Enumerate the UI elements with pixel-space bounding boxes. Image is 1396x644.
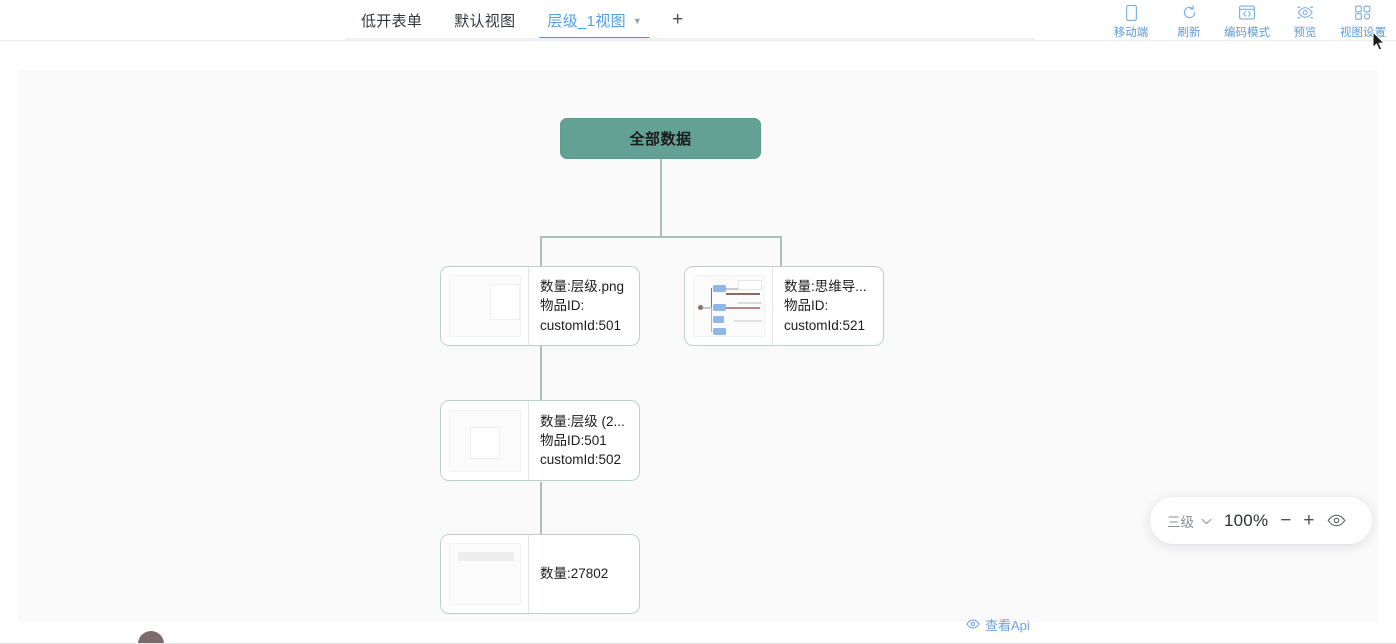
partial-thumb [448, 543, 521, 605]
tab-label: 默认视图 [454, 12, 516, 30]
connector-root-down [660, 159, 662, 237]
code-mode-icon [1239, 4, 1255, 21]
view-tabs: 低开表单 默认视图 层级_1视图 ▼ + [345, 0, 697, 40]
tree-node-n4[interactable]: 数量:27802 [440, 534, 640, 614]
chevron-down-icon[interactable]: ▼ [632, 15, 643, 26]
top-bar-divider [0, 40, 1396, 41]
tool-mobile[interactable]: 移动端 [1102, 0, 1160, 40]
tree-node-n2[interactable]: 数量:思维导... 物品ID: customId:521 [684, 266, 884, 346]
node-line-3: customId:502 [540, 452, 622, 468]
node-thumbnail [441, 401, 529, 480]
node-text: 数量:思维导... 物品ID: customId:521 [773, 267, 883, 345]
plus-icon: + [672, 9, 684, 30]
tree-node-root[interactable]: 全部数据 [560, 118, 761, 159]
tree-node-n3[interactable]: 数量:层级 (2... 物品ID:501 customId:502 [440, 400, 640, 481]
node-line-2: 物品ID: [540, 298, 585, 314]
node-line-2: 物品ID: [784, 298, 829, 314]
node-line-3: customId:501 [540, 317, 622, 333]
view-api-link[interactable]: 查看Api [966, 615, 1030, 634]
node-line-2: 物品ID:501 [540, 432, 607, 448]
refresh-icon [1182, 4, 1197, 21]
add-tab-button[interactable]: + [658, 0, 697, 40]
node-line-1: 数量:层级 (2... [540, 413, 625, 429]
connector-n3-n4 [540, 482, 542, 544]
tool-label: 刷新 [1177, 27, 1201, 39]
connector-branch-right [780, 236, 782, 266]
eye-icon [966, 617, 980, 632]
view-settings-icon [1355, 4, 1371, 21]
node-text: 数量:层级 (2... 物品ID:501 customId:502 [529, 401, 639, 480]
tool-code-mode[interactable]: 编码模式 [1218, 0, 1276, 40]
mobile-icon [1125, 4, 1137, 21]
tree-node-n1[interactable]: 数量:层级.png 物品ID: customId:501 [440, 266, 640, 346]
mindmap-thumb [692, 275, 765, 337]
node-line-1: 数量:思维导... [784, 279, 867, 295]
node-text: 数量:层级.png 物品ID: customId:501 [529, 267, 639, 345]
connector-branch-left [540, 236, 542, 266]
tool-preview[interactable]: 预览 [1276, 0, 1334, 40]
zoom-toolbar: 三级 100% − + [1150, 497, 1372, 544]
avatar[interactable] [138, 631, 164, 644]
view-api-label: 查看Api [985, 618, 1030, 633]
chevron-down-icon [1201, 512, 1212, 530]
root-node-label: 全部数据 [629, 131, 692, 148]
tab-default-view[interactable]: 默认视图 [438, 0, 531, 40]
tree-level-label: 三级 [1167, 514, 1194, 530]
blank-doc-thumb [448, 275, 521, 337]
preview-eye-icon [1296, 4, 1314, 21]
tab-label: 层级_1视图 [547, 12, 626, 30]
node-line-3: customId:521 [784, 317, 866, 333]
connector-horizontal [540, 236, 782, 238]
top-bar: 低开表单 默认视图 层级_1视图 ▼ + [0, 0, 1396, 41]
zoom-percent: 100% [1224, 510, 1269, 530]
tabs-baseline [345, 38, 1035, 40]
tool-label: 编码模式 [1224, 27, 1270, 39]
node-line-1: 数量:层级.png [540, 279, 625, 295]
node-thumbnail [441, 535, 529, 613]
tab-low-code-form[interactable]: 低开表单 [345, 0, 438, 40]
tool-label: 移动端 [1113, 27, 1149, 39]
tab-level-1-view[interactable]: 层级_1视图 ▼ [531, 0, 658, 40]
node-thumbnail [685, 267, 773, 345]
tree-level-select[interactable]: 三级 [1167, 511, 1212, 531]
node-text: 数量:27802 [529, 535, 639, 613]
tool-refresh[interactable]: 刷新 [1160, 0, 1218, 40]
node-line-1: 数量:27802 [540, 566, 609, 582]
tool-label: 预览 [1293, 27, 1317, 39]
zoom-out-button[interactable]: − [1280, 510, 1292, 531]
node-thumbnail [441, 267, 529, 345]
top-right-toolbar: 移动端 刷新 编码 [1102, 0, 1392, 40]
form-doc-thumb [448, 409, 521, 472]
fit-view-eye-icon[interactable] [1327, 514, 1346, 527]
connector-n1-n3 [540, 335, 542, 403]
zoom-in-button[interactable]: + [1303, 510, 1315, 531]
tab-label: 低开表单 [361, 12, 423, 30]
mouse-cursor [1372, 30, 1386, 57]
